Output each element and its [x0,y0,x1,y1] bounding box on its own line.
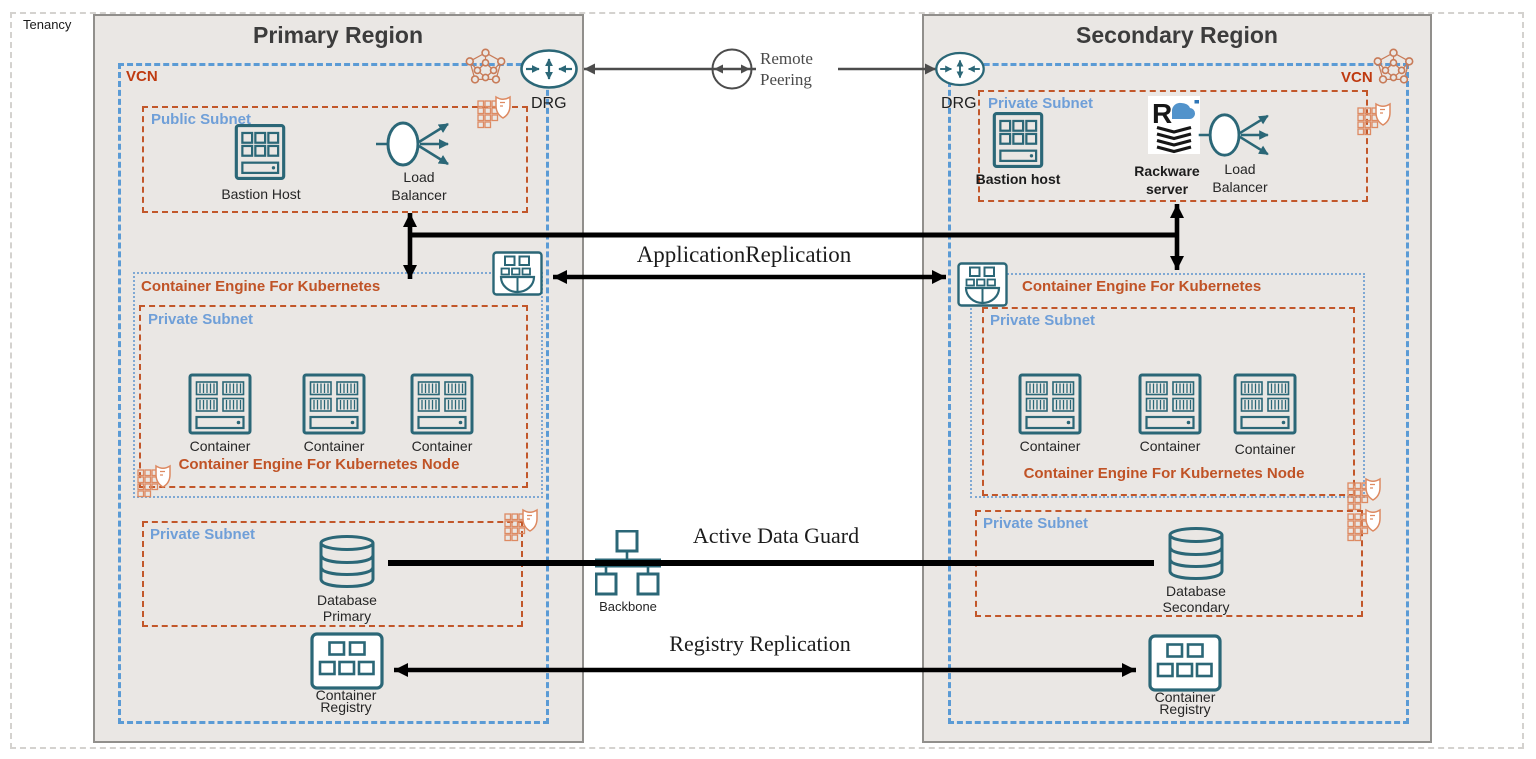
backbone-label: Backbone [599,599,657,614]
bastion-host-label: Bastion Host [221,186,301,202]
primary-vcn-label: VCN [126,68,158,85]
secondary-vcn-boundary [948,63,1409,724]
container-icon [1138,373,1202,435]
rackware-server-icon: R [1148,96,1200,154]
oke-icon [492,251,543,296]
tenancy-label: Tenancy [23,17,72,32]
primary-oke-subnet [139,305,528,488]
secondary-oke-node-label: Container Engine For Kubernetes Node [1023,465,1305,482]
application-replication-label: ApplicationReplication [636,242,852,267]
security-list-icon [1347,505,1382,544]
security-list-icon [1357,99,1392,138]
primary-oke-title: Container Engine For Kubernetes [141,278,381,295]
primary-vcn-boundary [118,63,549,724]
secondary-region-title: Secondary Region [1076,22,1278,48]
secondary-vcn-label: VCN [1341,69,1373,86]
active-data-guard-label: Active Data Guard [692,523,860,548]
secondary-private-subnet [978,90,1368,202]
container-registry-label: Container Registry [1154,689,1216,717]
database-primary-label-line1: Database [317,592,377,608]
container-icon [1233,373,1297,435]
load-balancer-icon [376,118,460,170]
primary-db-subnet-label: Private Subnet [150,526,256,543]
container-icon [410,373,474,435]
bastion-host-icon [234,123,286,181]
container-registry-label-line1: Container [1154,689,1216,705]
secondary-private-subnet-label: Private Subnet [988,95,1094,112]
secondary-oke-title: Container Engine For Kubernetes [1022,278,1262,295]
container-label: Container [1139,438,1201,454]
container-icon [1018,373,1082,435]
primary-vcn-icon [463,48,508,88]
security-list-icon [477,92,512,131]
secondary-oke-subnet [982,307,1355,496]
primary-public-subnet-label: Public Subnet [151,111,252,128]
primary-db-subnet [142,521,523,627]
load-balancer-label-line1: Load [1224,161,1256,177]
database-secondary-icon [1167,526,1225,580]
container-registry-label-line2: Registry [320,699,372,715]
database-primary-label-line2: Primary [322,608,372,624]
secondary-oke-boundary [970,273,1365,498]
primary-region-box [93,14,584,743]
container-label: Container [1234,441,1296,457]
primary-drg-label: DRG [531,95,567,112]
container-icon [302,373,366,435]
bastion-host-icon [992,111,1044,169]
load-balancer-label-line2: Balancer [391,187,447,203]
load-balancer-label-line1: Load [403,169,435,185]
database-primary-icon [318,534,376,588]
remote-peering-label-line2: Peering [760,70,812,89]
secondary-db-subnet-label: Private Subnet [983,515,1089,532]
oke-icon [957,262,1008,307]
primary-oke-node-label: Container Engine For Kubernetes Node [178,456,460,473]
primary-public-subnet [142,106,528,213]
database-primary-label: Database Primary [317,592,377,624]
database-secondary-label: Database Secondary [1163,583,1230,615]
container-icon [188,373,252,435]
container-registry-label-line1: Container [315,687,377,703]
tenancy-boundary [10,12,1524,749]
load-balancer-label: Load Balancer [391,168,446,204]
primary-oke-boundary [133,272,543,498]
container-registry-icon [310,632,384,690]
secondary-vcn-icon [1371,48,1416,88]
container-registry-icon [1148,634,1222,692]
load-balancer-icon [1198,110,1280,160]
rackware-label-line2: server [1145,181,1189,197]
load-balancer-label: Load Balancer [1212,160,1267,196]
secondary-drg-label: DRG [941,95,977,112]
rackware-label-line1: Rackware [1134,163,1200,179]
container-label: Container [303,438,365,454]
container-label: Container [1019,438,1081,454]
container-registry-label: Container Registry [315,687,377,715]
primary-oke-subnet-label: Private Subnet [148,311,254,328]
remote-peering-label-line1: Remote [760,49,813,68]
primary-region-title: Primary Region [253,22,423,48]
registry-replication-label: Registry Replication [669,631,851,656]
remote-peering-label: Remote Peering [760,48,813,90]
security-list-icon [504,505,539,544]
container-label: Container [411,438,473,454]
security-list-icon [137,461,172,500]
container-registry-label-line2: Registry [1159,701,1211,717]
rackware-server-label: Rackware server [1134,162,1199,198]
bastion-host-label: Bastion host [975,171,1061,187]
rackware-logo-letter: R [1152,98,1172,129]
load-balancer-label-line2: Balancer [1212,179,1268,195]
database-secondary-label-line1: Database [1166,583,1226,599]
database-secondary-label-line2: Secondary [1162,599,1230,615]
container-label: Container [189,438,251,454]
secondary-oke-subnet-label: Private Subnet [990,312,1096,329]
